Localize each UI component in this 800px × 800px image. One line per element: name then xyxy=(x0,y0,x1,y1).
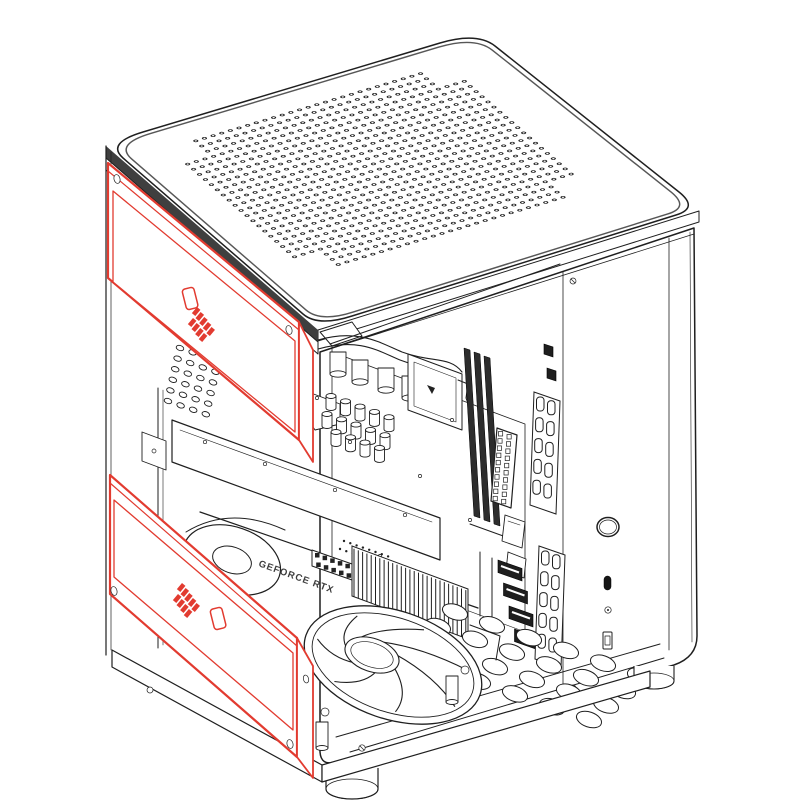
aio-tube xyxy=(317,335,463,373)
bottom-rail-front xyxy=(321,670,651,783)
socket-arrow xyxy=(427,385,435,394)
panel-screw-hole xyxy=(110,586,118,596)
heatsink-fins xyxy=(351,545,469,640)
fan-posts xyxy=(315,675,459,751)
panel-screw-hole xyxy=(286,739,294,749)
screw xyxy=(146,686,154,694)
side-panel-upper xyxy=(106,161,314,463)
usb-a-port xyxy=(602,631,613,650)
panel-screw-hole xyxy=(285,325,293,335)
panel-edge-upper xyxy=(298,321,314,463)
perforation-dot-grid xyxy=(185,72,574,266)
brand-logo-mark xyxy=(181,286,215,343)
cpu-socket xyxy=(407,353,475,431)
gpu-assembly: GEFORCE RTX xyxy=(171,419,493,640)
pcie-power-connector xyxy=(311,539,390,581)
panel-edge-lower xyxy=(296,637,314,779)
panel-screw-hole xyxy=(113,174,121,184)
front-io xyxy=(596,516,620,650)
usb-c-port xyxy=(603,575,612,591)
interior xyxy=(302,263,566,669)
gpu-backplate xyxy=(171,419,441,561)
bottom-frame xyxy=(111,649,675,800)
side-panel-lower xyxy=(108,473,314,779)
power-button xyxy=(596,516,620,538)
fan-screw xyxy=(460,665,470,675)
fan-screw xyxy=(320,707,330,717)
brand-logo-mark xyxy=(172,583,227,631)
front-grille-upper xyxy=(529,391,561,515)
front-corner-cap xyxy=(319,321,363,347)
case-fan xyxy=(303,605,501,751)
panel-screw-hole xyxy=(302,674,310,684)
fan-hub xyxy=(344,636,400,674)
atx-24pin-connector xyxy=(490,427,518,509)
capacitor-bank xyxy=(321,393,395,463)
